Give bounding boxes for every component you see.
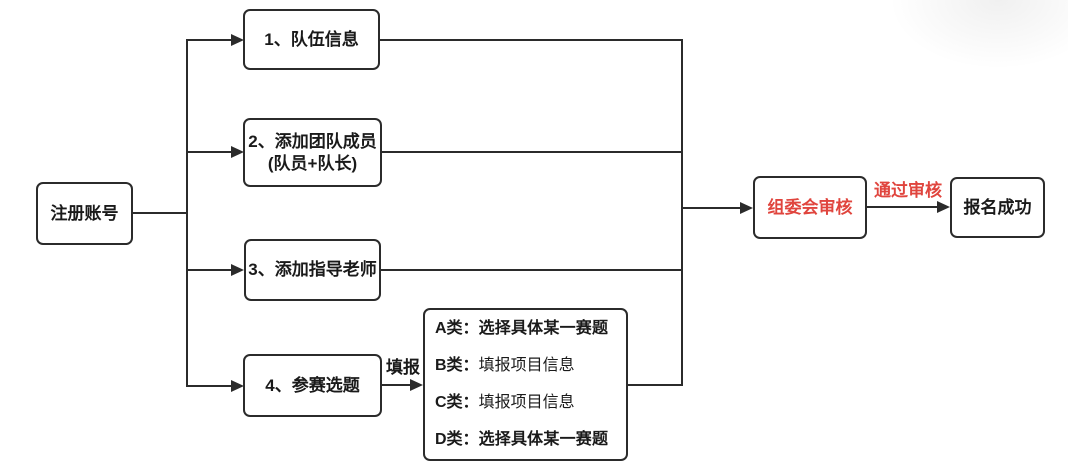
- node-signup-success: 报名成功: [950, 177, 1045, 238]
- edge-label-fill: 填报: [386, 358, 420, 377]
- node-category-details: A类：选择具体某一赛题 B类：填报项目信息 C类：填报项目信息 D类：选择具体某…: [423, 308, 628, 461]
- node-add-teacher-label: 3、添加指导老师: [248, 260, 377, 280]
- arrowhead-step1: [231, 34, 244, 46]
- node-add-members: 2、添加团队成员 (队员+队长): [243, 118, 382, 187]
- edge-category-to-trunk: [628, 384, 683, 386]
- corner-gradient-decoration: [888, 0, 1068, 70]
- node-committee-review-label: 组委会审核: [767, 197, 853, 217]
- arrowhead-step3: [231, 264, 244, 276]
- edge-review-to-success: [867, 206, 938, 208]
- edge-branch-step4: [186, 385, 232, 387]
- category-a-text: 选择具体某一赛题: [478, 320, 609, 337]
- node-committee-review: 组委会审核: [753, 176, 867, 239]
- category-row-a: A类：选择具体某一赛题: [435, 319, 618, 339]
- node-add-members-line1: 2、添加团队成员: [248, 132, 377, 152]
- category-d-prefix: D类：: [435, 431, 479, 448]
- edge-step4-to-category: [382, 384, 411, 386]
- category-row-c: C类：填报项目信息: [435, 393, 618, 413]
- node-register-account: 注册账号: [36, 182, 133, 245]
- edge-trunk-to-review: [681, 207, 741, 209]
- category-b-text: 填报项目信息: [478, 357, 575, 374]
- arrowhead-step2: [231, 146, 244, 158]
- node-team-info: 1、队伍信息: [243, 9, 380, 70]
- category-b-prefix: B类：: [435, 357, 479, 374]
- node-team-info-label: 1、队伍信息: [264, 29, 359, 49]
- arrowhead-step4: [231, 380, 244, 392]
- edge-branch-step3: [186, 269, 232, 271]
- arrowhead-review: [740, 202, 753, 214]
- category-a-prefix: A类：: [435, 320, 479, 337]
- node-topic-selection-label: 4、参赛选题: [265, 375, 360, 395]
- edge-step1-to-trunk: [380, 39, 683, 41]
- arrowhead-success: [937, 201, 950, 213]
- edge-branch-step1: [186, 39, 232, 41]
- node-register-account-label: 注册账号: [50, 203, 119, 223]
- category-row-d: D类：选择具体某一赛题: [435, 430, 618, 450]
- edge-right-trunk: [681, 39, 683, 386]
- node-add-teacher: 3、添加指导老师: [244, 239, 381, 301]
- arrowhead-category: [410, 379, 423, 391]
- edge-branch-step2: [186, 151, 232, 153]
- node-topic-selection: 4、参赛选题: [243, 354, 382, 417]
- category-row-b: B类：填报项目信息: [435, 356, 618, 376]
- edge-step3-to-trunk: [381, 269, 683, 271]
- category-c-prefix: C类：: [435, 394, 479, 411]
- edge-label-pass-review: 通过审核: [874, 181, 942, 200]
- node-signup-success-label: 报名成功: [963, 197, 1032, 217]
- node-add-members-line2: (队员+队长): [267, 153, 358, 173]
- edge-step2-to-trunk: [382, 151, 683, 153]
- edge-start-to-trunk: [133, 212, 188, 214]
- category-c-text: 填报项目信息: [478, 394, 575, 411]
- edge-left-trunk: [186, 39, 188, 387]
- category-d-text: 选择具体某一赛题: [478, 431, 609, 448]
